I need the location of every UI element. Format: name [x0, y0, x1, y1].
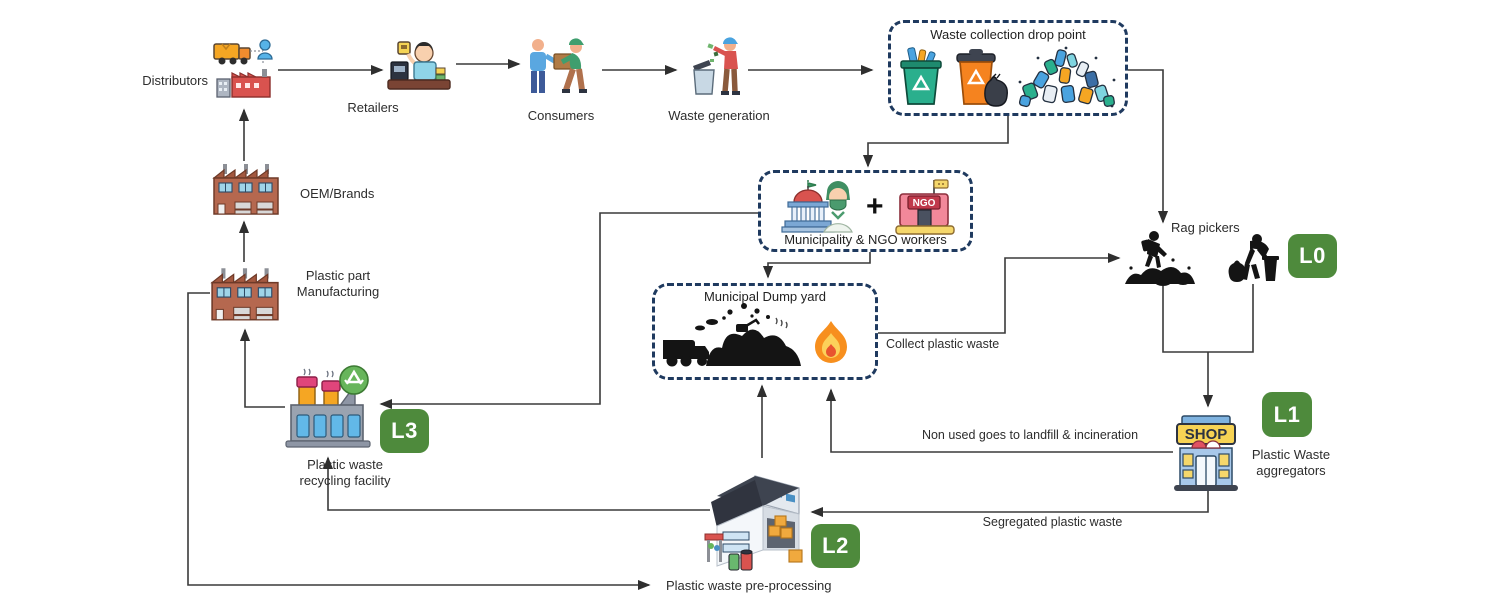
oem-brands-label: OEM/Brands: [300, 186, 375, 201]
distributors-icon: [213, 39, 273, 98]
recycling-facility-label: Plastic waste recycling facility: [285, 457, 405, 489]
shop-icon: SHOP: [1174, 415, 1238, 491]
consumers-label: Consumers: [527, 108, 595, 123]
badge-l3: L3: [380, 409, 429, 453]
rag-picker-with-bag-icon: [1228, 234, 1279, 282]
rag-picker-on-pile-icon: [1125, 231, 1195, 286]
dump-yard-title: Municipal Dump yard: [703, 289, 827, 304]
municipality-ngo-title: Municipality & NGO workers: [784, 232, 947, 247]
municipality-workers-icon: [781, 180, 853, 233]
recycling-facility-label-line1: Plastic waste: [307, 457, 383, 472]
municipality-ngo-box: Municipality & NGO workers: [758, 170, 973, 252]
waste-collection-box: Waste collection drop point: [888, 20, 1128, 116]
recycling-facility-label-line2: recycling facility: [299, 472, 391, 488]
shop-sign-text: SHOP: [1185, 426, 1228, 443]
fire-icon: [815, 321, 847, 363]
waste-collection-title: Waste collection drop point: [930, 27, 1086, 42]
ngo-building-icon: NGO: [895, 179, 955, 235]
ngo-sign-text: NGO: [913, 198, 936, 209]
edge-label-non-used: Non used goes to landfill & incineration: [921, 428, 1139, 442]
rag-pickers-label: Rag pickers: [1171, 220, 1240, 235]
consumers-icon: [530, 38, 587, 93]
aggregators-label-line2: aggregators: [1256, 462, 1326, 478]
plus-sign: +: [866, 190, 884, 223]
recycling-facility-icon: [285, 365, 371, 448]
oem-brands-factory-icon: [212, 164, 279, 215]
aggregators-label: Plastic Waste aggregators: [1238, 447, 1344, 479]
dump-yard-box: Municipal Dump yard: [652, 283, 878, 380]
badge-l2: L2: [811, 524, 860, 568]
manufacturing-label-line2: Manufacturing: [296, 283, 380, 299]
preprocessing-label: Plastic waste pre-processing: [666, 578, 832, 593]
plastic-waste-pile-icon: [1018, 46, 1116, 108]
waste-generation-icon: [693, 37, 740, 95]
dump-truck-garbage-icon: [663, 303, 801, 367]
edge-label-collect-plastic-waste: Collect plastic waste: [886, 337, 1000, 351]
manufacturing-factory-icon: [210, 268, 279, 321]
aggregators-label-line1: Plastic Waste: [1251, 447, 1331, 462]
badge-l1: L1: [1262, 392, 1312, 437]
preprocessing-warehouse-icon: [704, 475, 803, 571]
orange-bin-trash-bag-icon: [956, 49, 1008, 107]
distributors-label: Distributors: [142, 73, 208, 88]
badge-l0: L0: [1288, 234, 1337, 278]
waste-generation-label: Waste generation: [668, 108, 770, 123]
manufacturing-label-line1: Plastic part: [305, 268, 371, 283]
manufacturing-label: Plastic part Manufacturing: [282, 268, 394, 300]
retailers-icon: [387, 41, 451, 90]
retailers-label: Retailers: [347, 100, 399, 115]
green-recycle-bin-icon: [900, 47, 942, 105]
edge-label-segregated: Segregated plastic waste: [982, 515, 1123, 529]
